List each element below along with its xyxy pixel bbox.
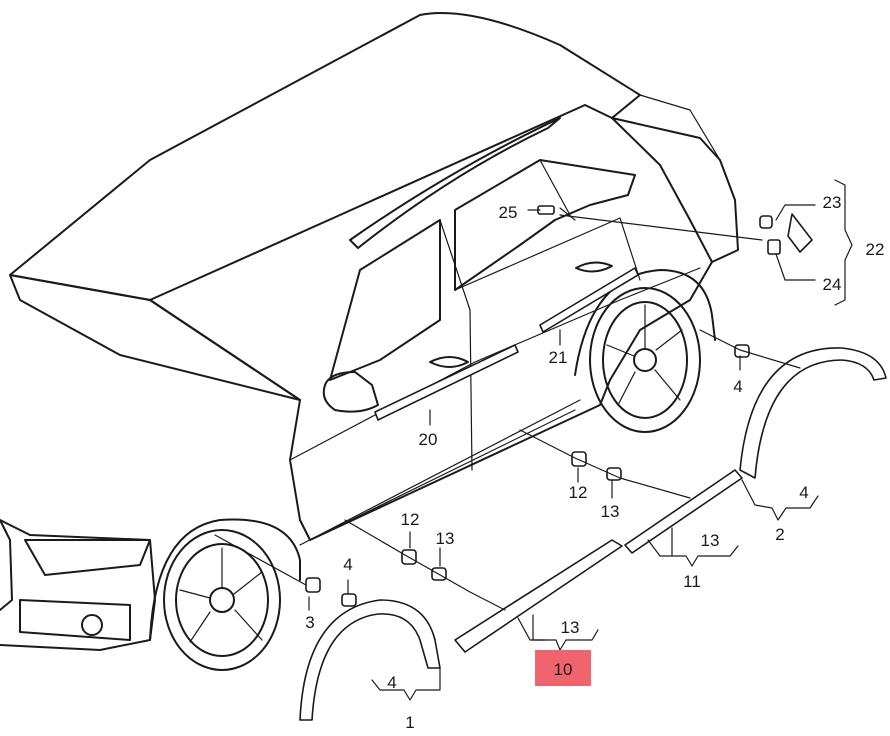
sill-trim-front — [454, 539, 623, 653]
roof-rail — [349, 117, 561, 249]
rear-wheel — [589, 287, 701, 433]
body-side — [149, 261, 713, 541]
trim-22 — [787, 213, 813, 253]
rear-door-handle — [575, 261, 613, 273]
leader-lines — [214, 179, 853, 701]
callout-4-rear-clip: 4 — [733, 377, 742, 396]
rear-wheel-arch — [574, 269, 716, 376]
windshield — [9, 274, 301, 401]
clip-12-rear — [571, 451, 587, 467]
callout-4-front-brace: 4 — [387, 673, 396, 692]
fog-light — [19, 599, 131, 641]
callout-12-rear: 12 — [569, 483, 588, 502]
headlight — [24, 539, 151, 576]
callout-2: 2 — [775, 525, 784, 544]
clip-13-rear — [606, 467, 622, 481]
front-door-handle — [429, 356, 469, 368]
callout-1: 1 — [405, 713, 414, 732]
clip-3 — [305, 577, 321, 593]
clip-24 — [767, 239, 781, 255]
fasteners — [305, 205, 813, 607]
front-wheel-arch — [149, 518, 301, 641]
sill-trim-rear — [624, 469, 743, 554]
callout-23: 23 — [823, 193, 842, 212]
clip-23 — [759, 215, 773, 229]
front-side-window — [329, 219, 441, 381]
callout-10: 10 — [554, 660, 573, 679]
roof-outline — [9, 12, 641, 301]
callout-21: 21 — [549, 348, 568, 367]
callout-22: 22 — [866, 240, 885, 259]
callout-13-sill: 13 — [561, 618, 580, 637]
callout-24: 24 — [823, 275, 842, 294]
callout-4-front-clip: 4 — [343, 555, 352, 574]
callout-4-rear-brace: 4 — [799, 483, 808, 502]
callout-labels: 1 2 3 4 4 4 4 10 11 12 12 13 13 13 13 20… — [305, 193, 884, 732]
clip-4-front — [341, 593, 357, 607]
front-wheel-arch-trim — [299, 599, 441, 721]
callout-11: 11 — [683, 572, 701, 591]
rear-side-window — [454, 159, 636, 291]
callout-13-front-clip: 13 — [436, 529, 455, 548]
door-moulding-rear — [539, 267, 639, 333]
callout-12-front: 12 — [401, 510, 420, 529]
side-mirror — [322, 371, 379, 413]
front-wheel — [163, 529, 281, 671]
callout-3: 3 — [305, 613, 314, 632]
callout-25: 25 — [499, 203, 518, 222]
callout-13-rear-clip: 13 — [601, 502, 620, 521]
door-seam — [439, 219, 473, 471]
rear-wheel-arch-trim — [739, 347, 887, 479]
callout-13-rear-brace: 13 — [701, 531, 720, 550]
door-moulding-front — [374, 344, 519, 421]
callout-20: 20 — [419, 430, 438, 449]
vehicle-body — [0, 12, 739, 671]
highlight-part-10 — [535, 650, 591, 686]
